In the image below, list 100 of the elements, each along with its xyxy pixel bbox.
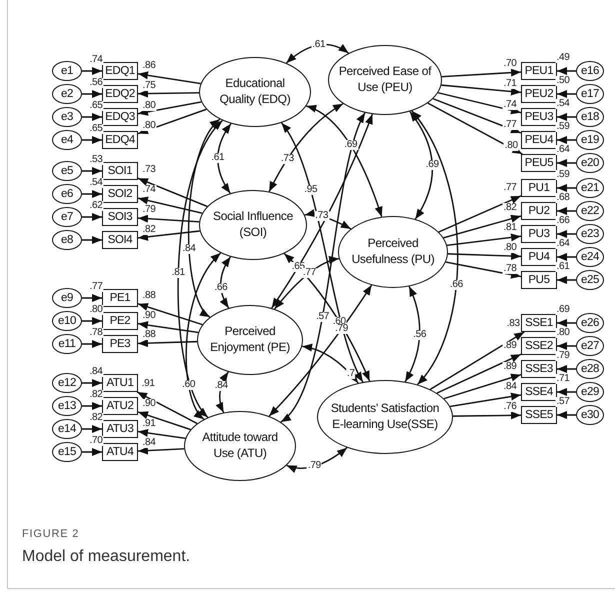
indicator-box <box>102 208 138 226</box>
coefficient-label: .73 <box>314 211 330 222</box>
double-headed-arrow <box>188 118 220 318</box>
node-label: e10 <box>58 314 76 328</box>
path-arrow <box>557 319 576 327</box>
node-label: e12 <box>58 376 76 390</box>
node-label: e17 <box>581 86 599 102</box>
node-label: Educational Quality (EDQ) <box>218 76 292 108</box>
indicator-box <box>521 154 557 172</box>
coefficient-label: .78 <box>502 264 518 274</box>
indicator-box <box>521 337 557 355</box>
node-label: e23 <box>581 226 599 242</box>
error-circle <box>576 107 604 127</box>
coefficient-label: .68 <box>556 193 570 203</box>
coefficient-label: .80 <box>504 141 519 151</box>
double-headed-arrow <box>186 252 222 420</box>
node-label: e28 <box>581 362 599 376</box>
error-circle <box>52 61 82 81</box>
indicator-box <box>521 360 557 378</box>
construct-ellipse <box>328 45 442 115</box>
path-arrow <box>82 340 102 348</box>
double-headed-arrow <box>268 103 344 192</box>
double-headed-arrow <box>271 114 374 308</box>
coefficient-label: .84 <box>502 382 518 392</box>
coefficient-label: .86 <box>142 60 156 71</box>
node-label: EDQ2 <box>105 86 135 102</box>
path-arrow <box>82 379 102 387</box>
coefficient-label: .90 <box>142 399 156 409</box>
coefficient-label: .77 <box>502 182 518 193</box>
coefficient-label: .76 <box>502 402 518 412</box>
path-arrow <box>557 365 576 373</box>
node-label: PU5 <box>528 272 550 288</box>
node-label: e19 <box>581 132 599 148</box>
node-label: e27 <box>581 338 599 354</box>
path-arrow <box>82 294 102 302</box>
indicator-box <box>521 406 557 424</box>
figure-caption: Model of measurement. <box>22 548 190 566</box>
path-arrow <box>557 136 576 144</box>
indicator-box <box>102 231 138 249</box>
node-label: PEU2 <box>524 86 554 102</box>
indicator-box <box>521 62 557 80</box>
node-label: PEU4 <box>524 132 554 148</box>
coefficient-label: .82 <box>502 203 518 214</box>
path-arrow <box>430 331 525 390</box>
double-headed-arrow <box>178 120 224 418</box>
coefficient-label: .64 <box>556 239 570 249</box>
coefficient-label: .71 <box>556 374 570 384</box>
coefficient-label: .60 <box>181 380 196 390</box>
node-label: e8 <box>61 232 73 248</box>
indicator-box <box>102 131 138 149</box>
node-label: Perceived Usefulness (PU) <box>350 236 436 268</box>
coefficient-label: .77 <box>88 282 104 292</box>
coefficient-label: .59 <box>556 122 570 132</box>
coefficient-label: .80 <box>142 120 156 131</box>
error-circle <box>576 313 604 333</box>
coefficient-label: .69 <box>556 305 570 315</box>
node-label: EDQ4 <box>105 132 135 148</box>
error-circle <box>576 224 604 244</box>
path-arrow <box>557 113 576 121</box>
error-circle <box>52 230 82 250</box>
path-arrow <box>82 90 102 98</box>
node-label: SOI4 <box>108 232 132 248</box>
coefficient-label: .79 <box>142 205 156 216</box>
indicator-box <box>102 374 138 392</box>
coefficient-label: .80 <box>556 328 570 338</box>
indicator-box <box>521 225 557 243</box>
indicator-box <box>521 271 557 289</box>
node-label: PE1 <box>110 290 130 306</box>
indicator-box <box>102 420 138 438</box>
path-arrow <box>441 84 522 96</box>
path-arrow <box>438 92 522 114</box>
error-circle <box>52 373 82 393</box>
indicator-box <box>102 108 138 126</box>
node-label: PE3 <box>110 336 130 352</box>
double-headed-arrow <box>268 284 372 417</box>
coefficient-label: .69 <box>343 140 358 150</box>
error-circle <box>576 336 604 356</box>
error-circle <box>52 311 82 331</box>
node-label: Social Influence (SOI) <box>212 209 294 241</box>
node-label: SOI1 <box>108 164 132 178</box>
error-circle <box>52 334 82 354</box>
error-circle <box>52 107 82 127</box>
node-label: e22 <box>581 204 599 218</box>
coefficient-label: .65 <box>88 101 104 111</box>
double-headed-arrow <box>409 111 433 220</box>
coefficient-label: .74 <box>88 55 104 65</box>
path-arrow <box>82 448 102 456</box>
coefficient-label: .62 <box>88 201 104 211</box>
coefficient-label: .65 <box>88 124 104 134</box>
path-arrow <box>138 411 191 430</box>
error-circle <box>52 130 82 150</box>
coefficient-label: .7 <box>346 369 356 380</box>
path-arrow <box>82 317 102 325</box>
path-arrow <box>82 167 102 175</box>
node-label: e4 <box>61 132 73 148</box>
node-label: e18 <box>581 110 599 124</box>
coefficient-label: .80 <box>142 100 156 111</box>
path-arrow <box>443 214 522 238</box>
coefficient-label: .59 <box>556 170 570 180</box>
node-label: PEU1 <box>524 64 554 78</box>
